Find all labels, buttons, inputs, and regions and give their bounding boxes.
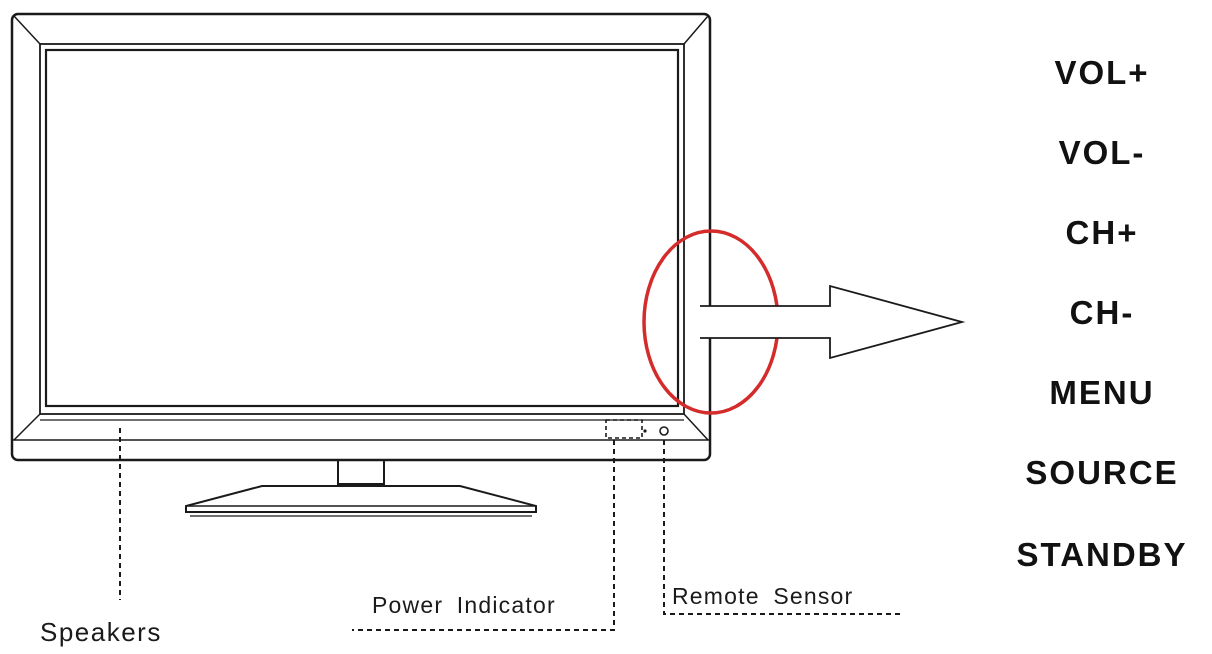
arrow-right — [700, 284, 966, 360]
bevel-corner-tl — [13, 15, 41, 45]
bevel-corner-br — [683, 413, 709, 441]
power-indicator-label: Power Indicator — [372, 592, 556, 618]
tv-outer-frame — [10, 12, 712, 462]
button-label-source: SOURCE — [1025, 454, 1178, 491]
button-label-vol-down: VOL- — [1059, 134, 1146, 171]
bevel-corner-bl — [13, 413, 41, 441]
speakers-label: Speakers — [40, 617, 162, 647]
power-led-dot — [643, 429, 647, 433]
button-label-standby: STANDBY — [1016, 536, 1187, 573]
button-label-ch-up: CH+ — [1066, 214, 1139, 251]
tv-stand — [185, 459, 537, 517]
button-label-vol-up: VOL+ — [1054, 54, 1149, 91]
callout-leaders — [119, 428, 904, 631]
power-indicator-leader — [352, 440, 615, 631]
power-indicator-box — [605, 419, 643, 439]
side-button-list: VOL+ VOL- CH+ CH- MENU SOURCE STANDBY — [1016, 54, 1187, 573]
front-panel-indicators — [605, 419, 669, 439]
tv-inner-bevel — [39, 43, 685, 415]
stand-base — [185, 485, 537, 513]
remote-sensor-label: Remote Sensor — [672, 583, 853, 609]
tv-body — [10, 12, 712, 462]
button-label-menu: MENU — [1049, 374, 1154, 411]
remote-sensor-dot — [659, 426, 669, 436]
button-label-ch-down: CH- — [1070, 294, 1135, 331]
stand-neck — [337, 459, 385, 485]
bevel-corner-tr — [683, 15, 709, 45]
remote-sensor-leader — [663, 440, 904, 615]
tv-screen — [44, 48, 680, 408]
